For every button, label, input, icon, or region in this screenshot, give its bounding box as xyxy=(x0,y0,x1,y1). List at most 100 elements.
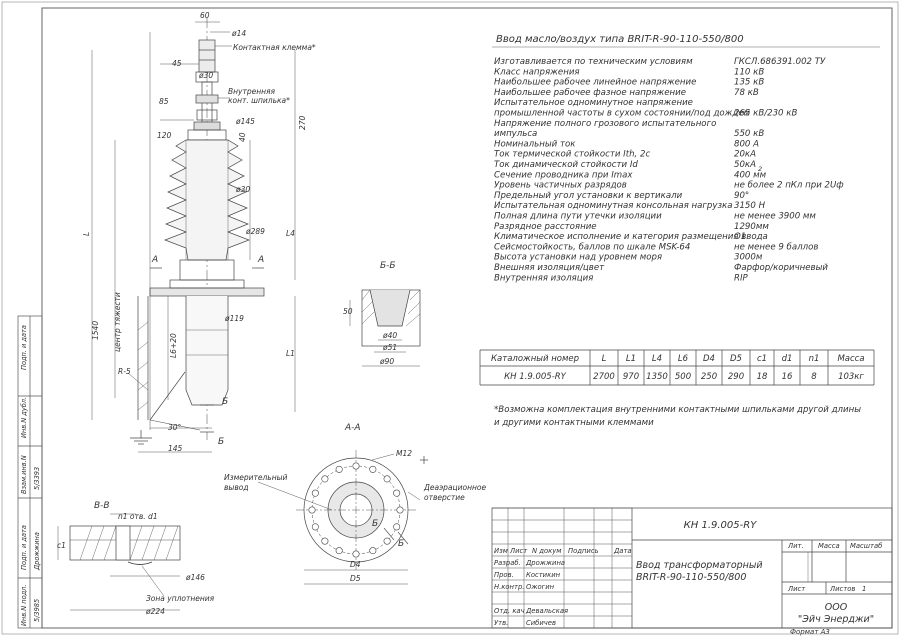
spec-value: RIP xyxy=(734,273,749,283)
spec-label: Наибольшее рабочее линейное напряжение xyxy=(494,78,696,88)
catalog-header-cell: L6 xyxy=(678,354,689,364)
stamp-signer: Костикин xyxy=(526,571,561,579)
label-inner-pin-1: Внутренняя xyxy=(228,87,276,96)
spec-label: Сейсмостойкость, баллов по шкале MSK-64 xyxy=(494,242,690,252)
spec-value: 265 кВ/230 кВ xyxy=(734,109,797,119)
spec-label: Внутренняя изоляция xyxy=(494,273,593,283)
org-line-2: "Эйч Энерджи" xyxy=(798,614,874,625)
square-mark: 2 xyxy=(758,165,762,173)
dim-bb-d90: ø90 xyxy=(379,357,394,366)
spec-value: 20кА xyxy=(734,150,756,160)
spec-value: не менее 9 баллов xyxy=(734,242,818,252)
stamp-role: Отд. кач xyxy=(494,607,525,615)
bolt-hole xyxy=(352,550,360,558)
dim-120: 120 xyxy=(157,131,172,140)
spec-value: 135 кВ xyxy=(734,78,764,88)
catalog-header-cell: n1 xyxy=(809,354,820,364)
stamp-signer: Ожогин xyxy=(526,583,555,591)
spec-value: 50кА xyxy=(734,160,756,170)
stamp-role: Пров. xyxy=(494,571,514,579)
catalog-cell: 970 xyxy=(623,372,639,382)
spec-value: 400 мм xyxy=(734,170,767,180)
dim-vv-d146: ø146 xyxy=(185,573,205,582)
porcelain-insulator xyxy=(164,139,250,261)
bolt-hole xyxy=(335,465,343,473)
section-vv-title: В-В xyxy=(94,501,110,511)
spec-label: Высота установки над уровнем моря xyxy=(494,253,662,263)
dim-d30-mid: ø30 xyxy=(235,185,250,194)
catalog-cell: КН 1.9.005-RY xyxy=(504,372,567,382)
bolt-hole xyxy=(352,462,360,470)
format-label: Формат А3 xyxy=(790,628,830,636)
stamp-role: Н.контр. xyxy=(494,583,524,591)
product-name-2: BRIT-R-90-110-550/800 xyxy=(636,572,746,583)
label-center-of-gravity: центр тяжести xyxy=(113,292,122,352)
dim-aa-D4: D4 xyxy=(350,560,361,569)
stamp-signer: Сибичев xyxy=(526,619,556,627)
spec-label: Класс напряжения xyxy=(494,67,580,77)
bolt-hole xyxy=(393,523,401,531)
dim-vv-d224: ø224 xyxy=(145,607,165,616)
label-inner-pin-2: конт. шпилька* xyxy=(228,96,290,105)
spec-value: 800 А xyxy=(734,139,759,149)
dim-d30-top: ø30 xyxy=(198,71,213,80)
spec-label: Испытательное одноминутное напряжение xyxy=(494,98,693,108)
note-line: и другими контактными клеммами xyxy=(494,418,654,428)
dim-d119: ø119 xyxy=(224,314,244,323)
bolt-hole xyxy=(396,506,404,514)
spec-label: Полная длина пути утечки изоляции xyxy=(494,212,662,222)
dim-85: 85 xyxy=(159,97,169,106)
spec-header-title: Ввод масло/воздух типа BRIT-R-90-110-550… xyxy=(496,34,744,45)
label-contact-clamp: Контактная клемма* xyxy=(233,43,316,52)
side-stamp-label: Инв.N подл. xyxy=(20,585,28,626)
bolt-hole xyxy=(383,537,391,545)
dim-d14: ø14 xyxy=(231,29,246,38)
catalog-header-cell: L1 xyxy=(626,354,636,364)
spec-value: О1 xyxy=(734,232,746,242)
stamp-column-label: Подпись xyxy=(568,547,599,555)
spec-label: Наибольшее рабочее фазное напряжение xyxy=(494,88,686,98)
dim-40: 40 xyxy=(238,132,247,142)
catalog-cell: 500 xyxy=(675,372,691,382)
stamp-role: Разраб. xyxy=(494,559,521,567)
spec-value: 3150 Н xyxy=(734,201,766,211)
spec-value: не более 2 пКл при 2Uф xyxy=(734,181,844,191)
mass-label: Масса xyxy=(818,542,840,550)
spec-label: Уровень частичных разрядов xyxy=(494,181,627,191)
dim-1540: 1540 xyxy=(91,321,100,340)
spec-value: 550 кВ xyxy=(734,129,764,139)
side-stamp-label: Подп. и дата xyxy=(20,325,28,370)
label-deaeration-2: отверстие xyxy=(424,493,465,502)
dim-145-bottom: 145 xyxy=(168,444,183,453)
spec-label: импульса xyxy=(494,129,537,139)
spec-label: Предельный угол установки к вертикали xyxy=(494,191,683,201)
section-bb-title: Б-Б xyxy=(380,261,396,271)
section-aa xyxy=(257,450,428,585)
catalog-cell: 2700 xyxy=(593,372,615,382)
spec-value: 78 кВ xyxy=(734,88,759,98)
spec-label: Разрядное расстояние xyxy=(494,222,597,232)
catalog-cell: 290 xyxy=(728,372,744,382)
contact-clamp xyxy=(198,39,216,73)
spec-label: Сечение проводника при Imax xyxy=(494,170,633,180)
dim-L: L xyxy=(82,232,91,236)
spec-value: 90° xyxy=(734,191,749,201)
seal-zone xyxy=(127,561,153,565)
bolt-hole xyxy=(311,489,319,497)
bolt-hole xyxy=(383,475,391,483)
dim-aa-M12: M12 xyxy=(396,449,412,458)
stamp-signer: Дрожжина xyxy=(525,559,565,567)
section-mark-B-bottom: Б xyxy=(218,437,224,447)
sheets-value: 1 xyxy=(862,585,866,593)
doc-number: КН 1.9.005-RY xyxy=(684,520,758,531)
spec-label: Испытательная одноминутная консольная на… xyxy=(494,201,732,211)
section-mark-A-left: A xyxy=(151,255,158,265)
spec-value: Фарфор/коричневый xyxy=(734,263,828,273)
dim-bb-50: 50 xyxy=(343,307,353,316)
side-stamp-value: 5/3393 xyxy=(33,467,41,490)
dim-aa-D5: D5 xyxy=(350,574,361,583)
